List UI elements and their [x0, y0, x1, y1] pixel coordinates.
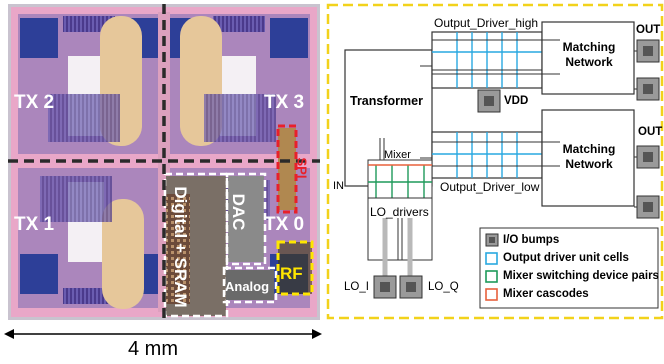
matching-network-top-block [541, 21, 635, 95]
output-bumps [636, 39, 660, 219]
transformer-label: Transformer [350, 94, 423, 108]
lo-q-label: LO_Q [428, 281, 459, 293]
legend-bump-swatch [485, 233, 499, 247]
legend-label-unit-cells: Output driver unit cells [503, 252, 629, 264]
analog-label: Analog [225, 279, 270, 294]
diagram-frame [326, 3, 664, 320]
matching-network-bottom-label: Matching Network [562, 142, 616, 171]
output-driver-high-label: Output_Driver_high [434, 16, 539, 30]
output-driver-low-label: Output_Driver_low [440, 180, 540, 194]
legend-mixer-pair-swatch [485, 270, 498, 283]
vdd-bump [477, 89, 501, 113]
mixer-switching-pairs [368, 165, 432, 198]
out-bottom-label: OUT [638, 126, 663, 138]
legend-box [479, 227, 659, 309]
legend-unit-cell-swatch [485, 252, 498, 265]
lo-i-label: LO_I [344, 281, 369, 293]
lo-routing [382, 218, 413, 280]
quadrant-label-tx3: TX 3 [264, 92, 305, 113]
scale-label: 4 mm [128, 338, 178, 360]
matching-network-bottom-block [541, 109, 635, 207]
output-driver-unit-cells-low [432, 132, 542, 178]
matching-network-top-label: Matching Network [562, 40, 616, 69]
vdd-label: VDD [504, 95, 529, 107]
mixer-label: Mixer [384, 149, 411, 161]
quadrant-label-tx2: TX 2 [14, 92, 55, 113]
legend-label-io-bumps: I/O bumps [503, 234, 560, 246]
legend-cascode-swatch [485, 288, 498, 301]
legend-label-mixer-pairs: Mixer switching device pairs [503, 270, 659, 282]
lo-drivers-block [367, 197, 433, 261]
quadrant-label-tx1: TX 1 [14, 214, 55, 235]
in-port-label: IN [333, 180, 344, 192]
scale-bar [4, 329, 322, 339]
lo-bumps [373, 275, 423, 299]
legend-label-cascodes: Mixer cascodes [503, 288, 589, 300]
lo-drivers-label: LO_drivers [370, 205, 429, 219]
output-driver-unit-cells-high [432, 32, 542, 88]
chip-micrograph [8, 4, 320, 320]
rf-label: RF [280, 264, 303, 283]
out-top-label: OUT [636, 24, 661, 36]
quadrant-label-tx0: TX 0 [264, 214, 305, 235]
